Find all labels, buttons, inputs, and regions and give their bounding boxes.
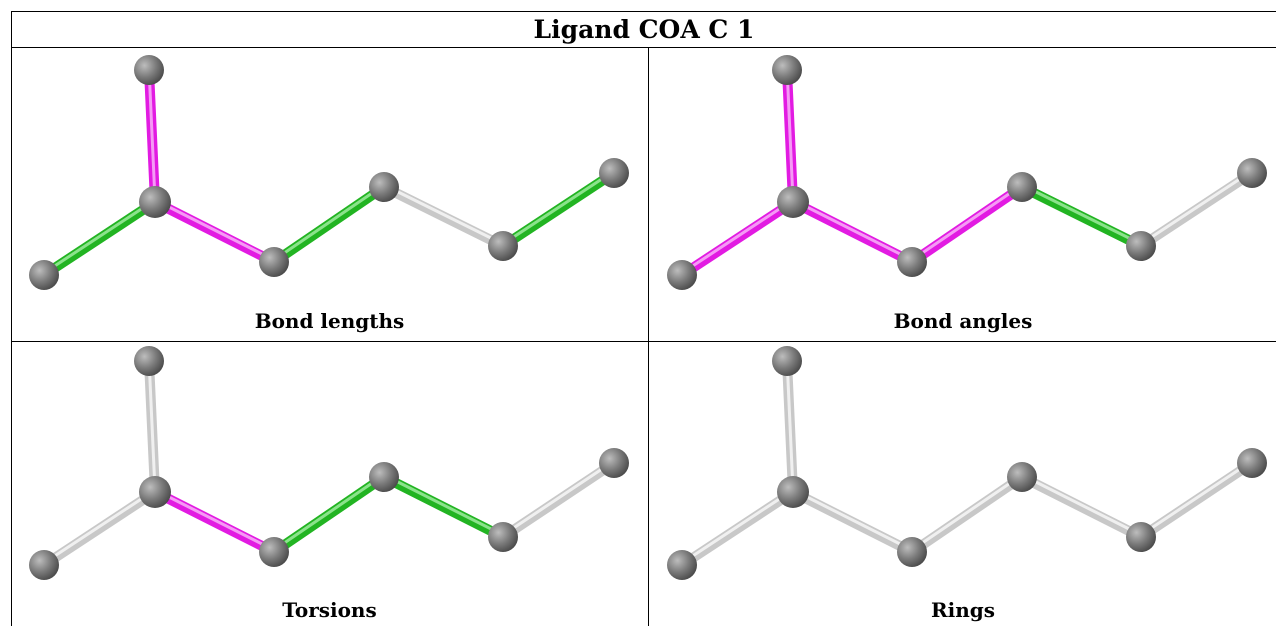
atom-2 [29, 260, 59, 290]
bond-gray-0 [144, 356, 160, 497]
atom-6 [599, 158, 629, 188]
atom-0 [134, 55, 164, 85]
atom-5 [1126, 522, 1156, 552]
bond-gray-3 [907, 472, 1027, 557]
bond-gray-5 [1136, 168, 1257, 251]
figure-title: Ligand COA C 1 [11, 11, 1276, 47]
bond-green-3 [269, 472, 389, 557]
bond-green-4 [1017, 182, 1146, 251]
bond-gray-5 [1136, 458, 1257, 542]
bond-gray-4 [379, 182, 508, 251]
panel-bond-angles: Bond angles [649, 47, 1276, 341]
atom-3 [259, 537, 289, 567]
bond-pink-2 [150, 487, 279, 557]
bond-green-4 [379, 472, 508, 542]
atom-3 [897, 537, 927, 567]
molecule-bond-lengths [29, 55, 629, 290]
bond-pink-1 [677, 197, 798, 280]
molecule-bond-angles [667, 55, 1267, 290]
atom-0 [134, 346, 164, 376]
atom-4 [369, 462, 399, 492]
bond-gray-1 [39, 487, 160, 570]
atom-1 [139, 186, 171, 218]
atom-4 [1007, 172, 1037, 202]
caption-torsions: Torsions [282, 598, 377, 622]
atom-6 [599, 448, 629, 478]
bond-pink-2 [150, 197, 279, 267]
bond-gray-1 [677, 487, 798, 570]
grid-line-middle [11, 341, 1276, 342]
grid-line-center [648, 47, 649, 626]
molecule-torsions [29, 346, 629, 580]
atom-1 [777, 186, 809, 218]
panel-bond-lengths: Bond lengths [11, 47, 648, 341]
bond-gray-0 [782, 356, 798, 497]
panel-rings: Rings [649, 342, 1276, 626]
grid-line-top [11, 47, 1276, 48]
atom-6 [1237, 448, 1267, 478]
atom-1 [777, 476, 809, 508]
atom-0 [772, 55, 802, 85]
molecule-rings [667, 346, 1267, 580]
bond-green-1 [39, 197, 160, 280]
caption-bond-lengths: Bond lengths [254, 309, 405, 333]
atom-5 [488, 231, 518, 261]
atom-2 [29, 550, 59, 580]
bond-pink-3 [907, 182, 1027, 267]
atom-3 [259, 247, 289, 277]
bond-pink-0 [782, 65, 798, 207]
bond-gray-4 [1017, 472, 1146, 542]
bond-pink-0 [144, 65, 160, 207]
caption-bond-angles: Bond angles [893, 309, 1033, 333]
atom-5 [1126, 231, 1156, 261]
grid-line-left [11, 47, 12, 626]
bond-green-3 [269, 182, 389, 267]
atom-5 [488, 522, 518, 552]
bond-green-5 [498, 168, 619, 251]
atom-2 [667, 260, 697, 290]
bond-gray-2 [788, 487, 917, 557]
atom-2 [667, 550, 697, 580]
panel-torsions: Torsions [11, 342, 648, 626]
atom-6 [1237, 158, 1267, 188]
atom-1 [139, 476, 171, 508]
panel-grid: Bond lengths Bond angles Torsions Rings [11, 47, 1276, 626]
atom-3 [897, 247, 927, 277]
atom-0 [772, 346, 802, 376]
bond-pink-2 [788, 197, 917, 267]
caption-rings: Rings [930, 598, 995, 622]
bond-gray-5 [498, 458, 619, 542]
atom-4 [1007, 462, 1037, 492]
atom-4 [369, 172, 399, 202]
